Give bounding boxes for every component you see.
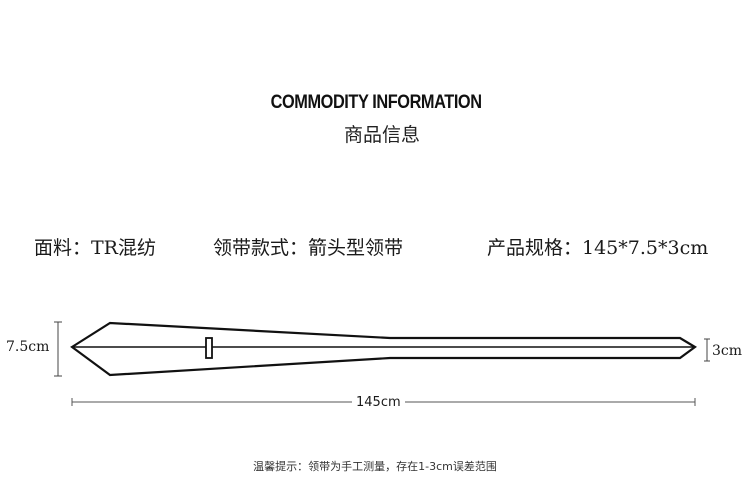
tie-outline (70, 321, 697, 377)
wide-end-bracket (54, 321, 62, 377)
heading-english: COMMODITY INFORMATION (270, 92, 482, 113)
wide-end-width-label: 7.5cm (6, 339, 50, 355)
measurement-tip: 温馨提示：领带为手工测量，存在1-3cm误差范围 (253, 460, 497, 473)
spec-fabric: 面料：TR混纺 (34, 237, 156, 259)
narrow-end-width-label: 3cm (712, 343, 743, 359)
spec-row: 面料：TR混纺 领带款式：箭头型领带 产品规格：145*7.5*3cm (0, 233, 750, 259)
length-label: 145cm (352, 395, 405, 410)
spec-tie-style: 领带款式：箭头型领带 (213, 237, 404, 259)
tie-keeper-loop (205, 337, 213, 359)
heading-chinese: 商品信息 (343, 124, 420, 146)
narrow-end-bracket (704, 338, 710, 362)
spec-size: 产品规格：145*7.5*3cm (487, 237, 709, 259)
